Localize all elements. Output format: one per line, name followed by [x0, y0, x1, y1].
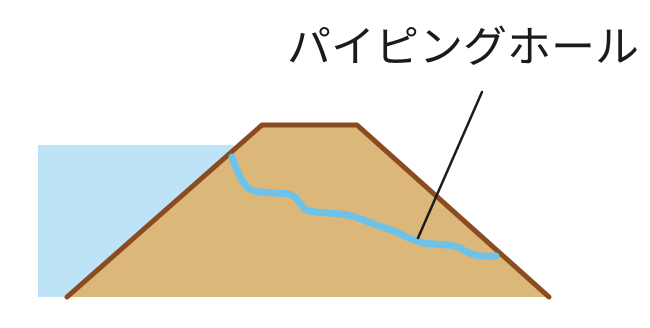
embankment-outline: [64, 122, 552, 300]
piping-channel: [228, 153, 500, 260]
piping-hole-label: パイピングホール: [287, 23, 639, 73]
leader-line: [416, 90, 484, 240]
